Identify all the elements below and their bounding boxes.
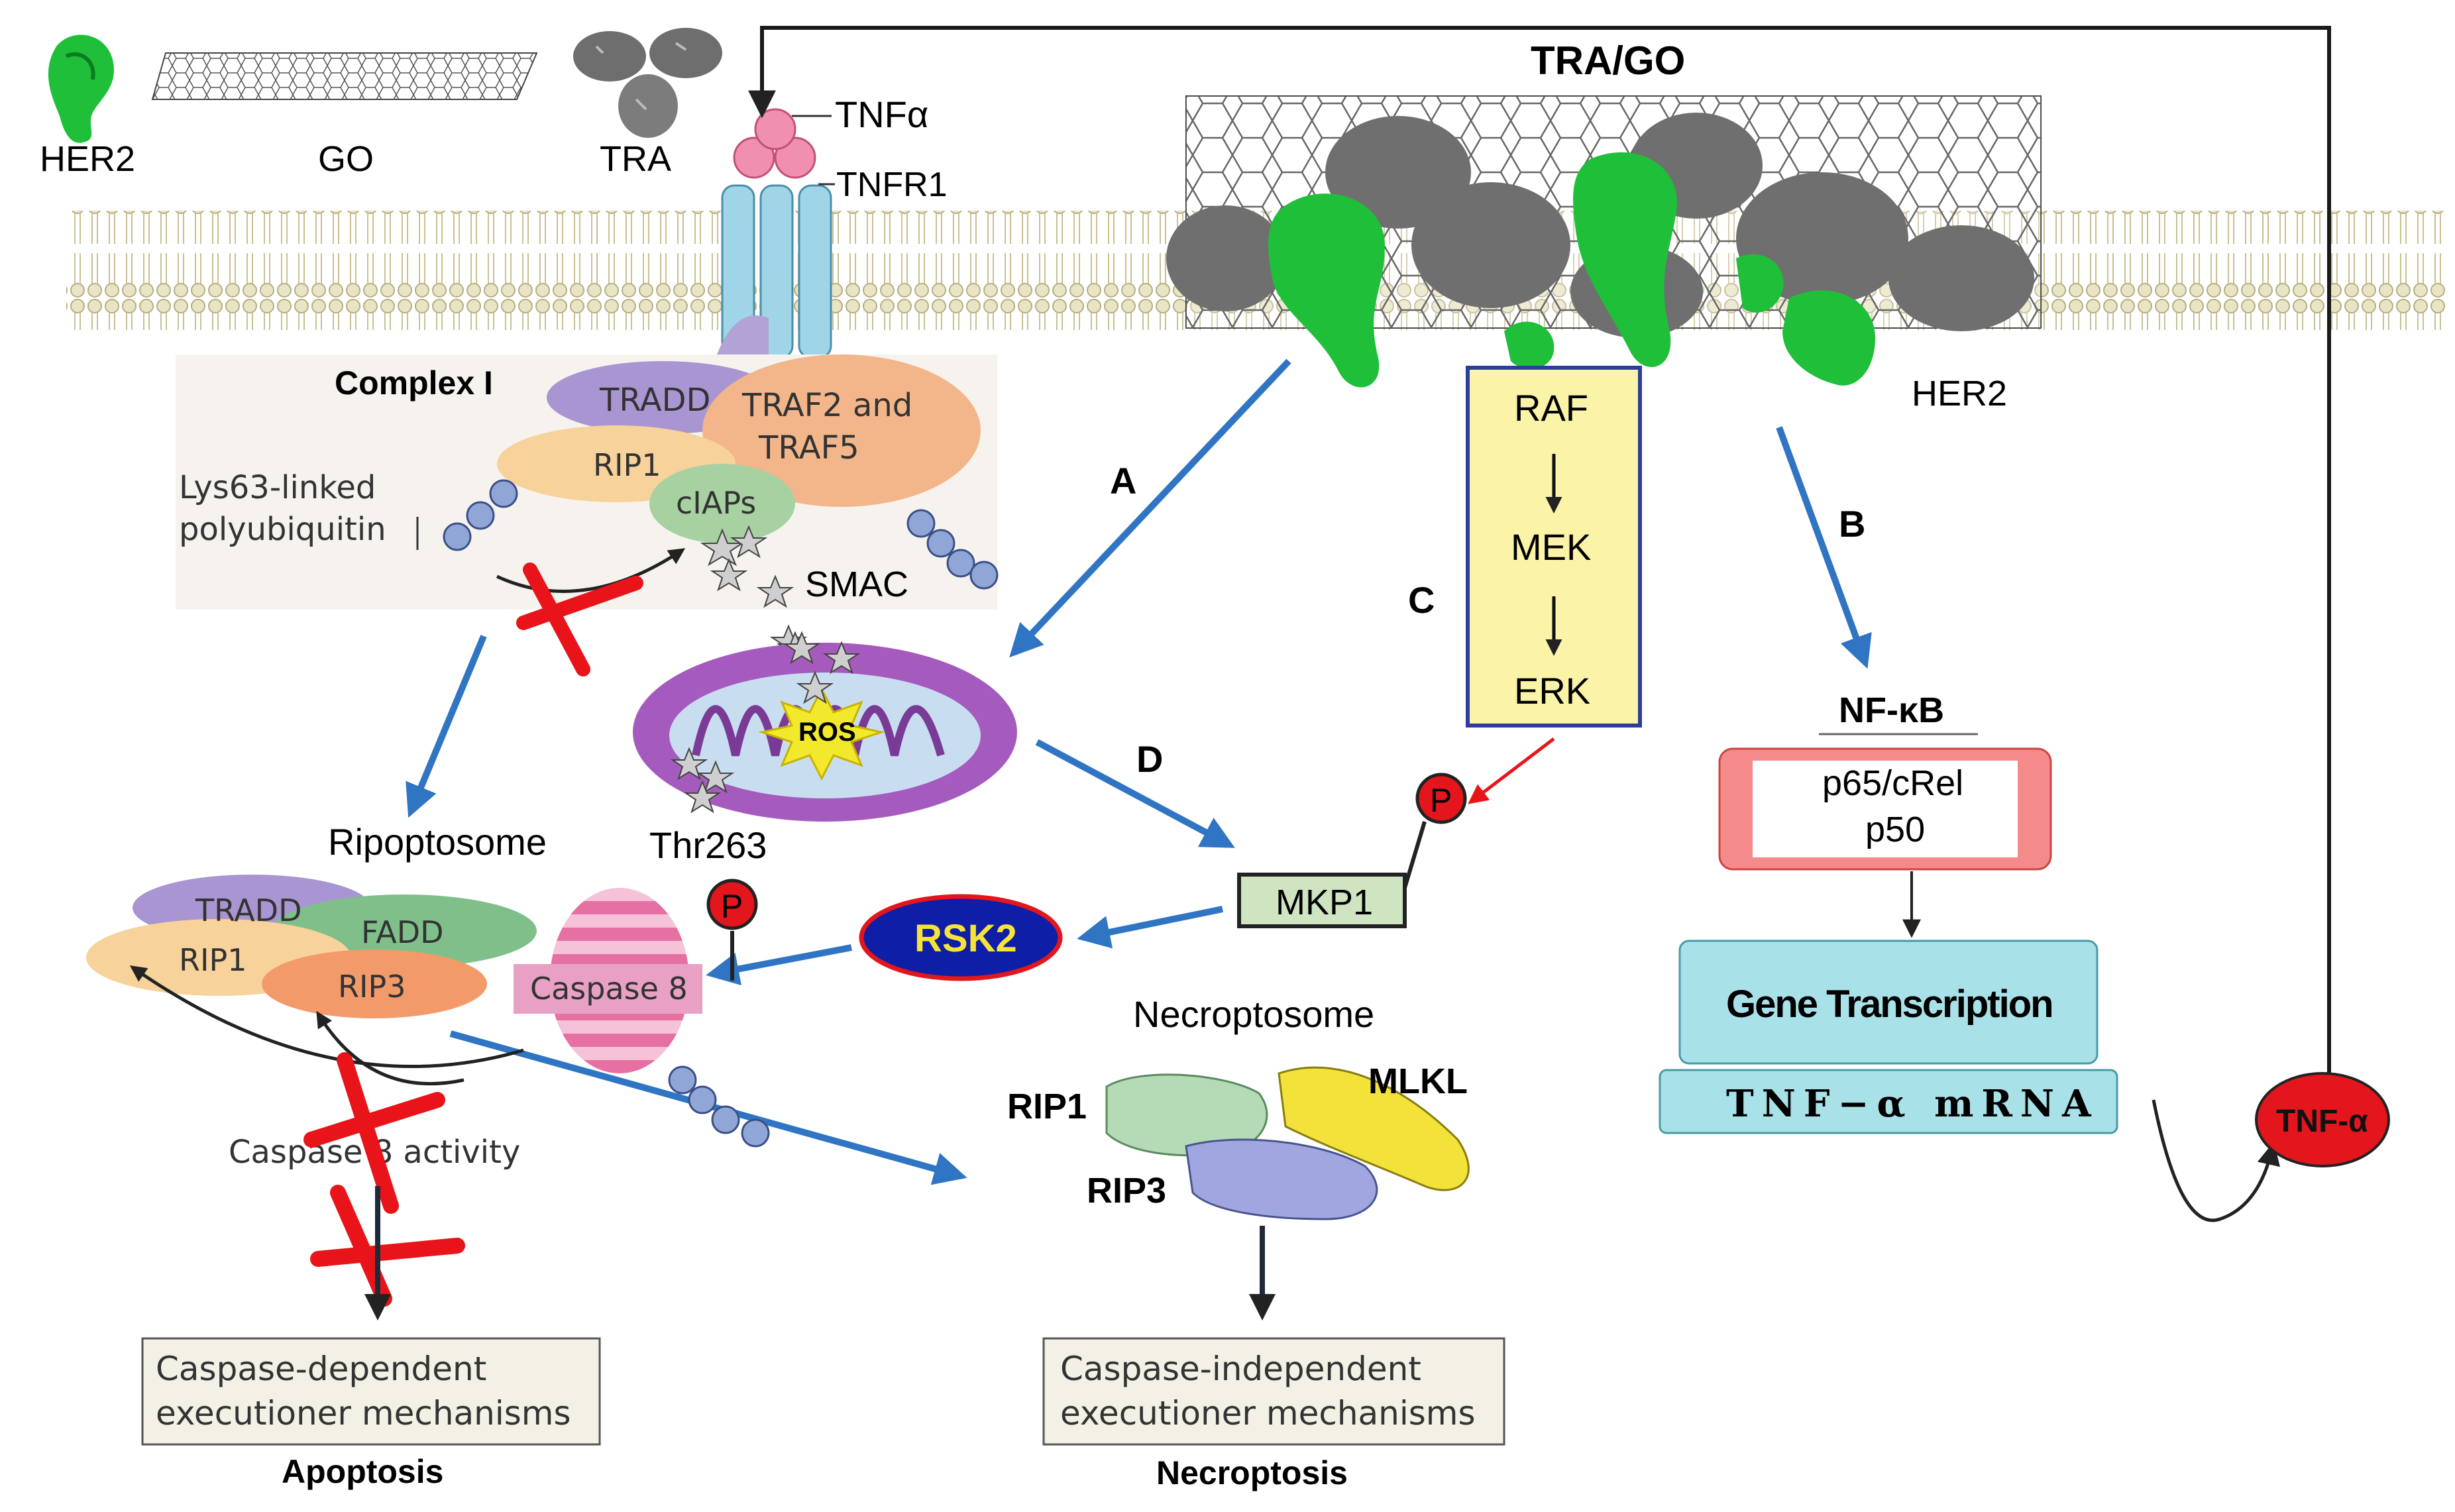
tnfa-ligand-label: TNFα — [835, 93, 928, 135]
tnfr1-receptor — [716, 108, 835, 359]
nfkb-complex-box — [1718, 747, 2052, 871]
legend-tra-label: TRA — [600, 139, 671, 179]
graphene-oxide-icon — [151, 52, 538, 100]
apoptosis-mechanism-box — [141, 1337, 601, 1446]
complex-i-rip1: RIP1 — [593, 447, 661, 483]
arrow-a-to-mitochondrion — [1009, 358, 1291, 658]
smac-label: SMAC — [805, 565, 908, 604]
necroptosome-mlkl: MLKL — [1368, 1061, 1468, 1101]
thr263-label: Thr263 — [649, 824, 767, 866]
legend-her2-label: HER2 — [40, 139, 135, 179]
arrow-mkp1-to-rsk2 — [1077, 906, 1224, 949]
ros-label: ROS — [798, 718, 856, 747]
inhibition-x-complex-i — [516, 563, 643, 676]
ripoptosome-rip3: RIP3 — [338, 969, 406, 1004]
ripoptosome-rip1: RIP1 — [179, 942, 247, 978]
apoptosis-box-line1: Caspase-dependent — [156, 1350, 486, 1388]
secreted-tnfa-label: TNF-α — [2276, 1104, 2368, 1139]
complex-i-traf-line1: TRAF2 and — [741, 387, 912, 424]
ubiquitin-label-line1: Lys63-linked — [179, 469, 376, 506]
necroptosis-label: Necroptosis — [1156, 1454, 1348, 1491]
caspase8-phosphate-label: P — [721, 888, 743, 925]
mkp1-label: MKP1 — [1276, 883, 1373, 922]
legend-go-label: GO — [318, 139, 374, 179]
pathway-c-label: C — [1408, 579, 1435, 621]
arrow-d-to-mkp1 — [1035, 739, 1235, 848]
her2-protein-icon — [48, 34, 115, 143]
raf-label: RAF — [1514, 387, 1588, 429]
mek-label: MEK — [1511, 526, 1591, 568]
tnfa-mrna-label: TNF−α mRNA — [1726, 1082, 2099, 1126]
gene-transcription-label: Gene Transcription — [1726, 983, 2053, 1026]
inhibition-x-caspase8 — [303, 1052, 465, 1307]
arrow-b-to-nfkb — [1776, 426, 1872, 669]
ripoptosome-caspase8: Caspase 8 — [530, 971, 688, 1006]
pathway-d-label: D — [1136, 738, 1163, 780]
complex-i-tradd: TRADD — [599, 382, 710, 419]
smac-release-stars — [670, 631, 861, 814]
apoptosis-label: Apoptosis — [282, 1453, 443, 1490]
caspase8-phosphate-icon — [706, 879, 758, 930]
legend: HER2 GO TRA — [40, 28, 722, 179]
her2-receptor-label: HER2 — [1912, 374, 2007, 413]
tra-go-complex — [1166, 95, 2042, 388]
mrna-to-tnfa-arrow — [2152, 1099, 2281, 1222]
complex-i-ciaps: cIAPs — [676, 485, 756, 521]
complex-i-panel — [176, 354, 999, 610]
nfkb-subunit-line1: p65/cRel — [1822, 763, 1963, 803]
tra-go-title: TRA/GO — [1531, 38, 1685, 83]
ubiquitin-label-line2: polyubiquitin — [179, 511, 386, 548]
necroptosis-box-line2: executioner mechanisms — [1060, 1394, 1476, 1432]
rsk2-label: RSK2 — [914, 917, 1017, 960]
complex-i-title: Complex I — [335, 364, 493, 402]
erk-label: ERK — [1514, 670, 1590, 712]
complex-i-traf-line2: TRAF5 — [758, 429, 859, 466]
mkp1-node — [1237, 773, 1467, 928]
tnfa-feedback-loop-line — [748, 26, 2331, 1093]
mkp1-phosphate-icon — [1415, 773, 1467, 824]
mitochondrion — [633, 643, 1017, 822]
mkp1-phosphate-label: P — [1430, 782, 1452, 819]
necroptosis-box-line1: Caspase-independent — [1060, 1350, 1421, 1388]
raf-mek-erk-box — [1466, 366, 1642, 728]
necroptosome-complex — [1105, 1066, 1470, 1220]
polyubiquitin-chain-left — [443, 479, 518, 551]
ripoptosome-title: Ripoptosome — [328, 821, 547, 863]
gene-transcription-box — [1659, 940, 2118, 1134]
nfkb-title: NF-κB — [1839, 690, 1944, 730]
tnfr1-label: TNFR1 — [836, 166, 948, 204]
ripoptosome-tradd: TRADD — [195, 892, 302, 928]
pathway-a-label: A — [1110, 460, 1136, 502]
necroptosome-title: Necroptosome — [1133, 993, 1374, 1035]
rsk2-node — [859, 894, 1063, 981]
necroptosis-mechanism-box — [1042, 1337, 1505, 1446]
polyubiquitin-chain-right — [906, 509, 999, 590]
ripoptosome-fadd: FADD — [361, 914, 444, 950]
secreted-tnfa-node — [2255, 1072, 2390, 1167]
pathway-b-label: B — [1839, 503, 1865, 545]
ros-burst-icon — [758, 686, 885, 781]
arrow-complex-i-to-ripoptosome — [406, 635, 487, 818]
necroptosome-rip3: RIP3 — [1087, 1171, 1166, 1211]
apoptosis-box-line2: executioner mechanisms — [156, 1394, 571, 1432]
arrow-rsk2-to-caspase8 — [706, 944, 852, 986]
trastuzumab-antibody-icon — [573, 28, 722, 138]
ripoptosome-complex — [86, 875, 770, 1148]
erk-phosphorylates-mkp1-arrow — [1468, 737, 1555, 804]
nfkb-subunit-line2: p50 — [1865, 810, 1925, 849]
necroptosome-rip1: RIP1 — [1007, 1087, 1087, 1126]
